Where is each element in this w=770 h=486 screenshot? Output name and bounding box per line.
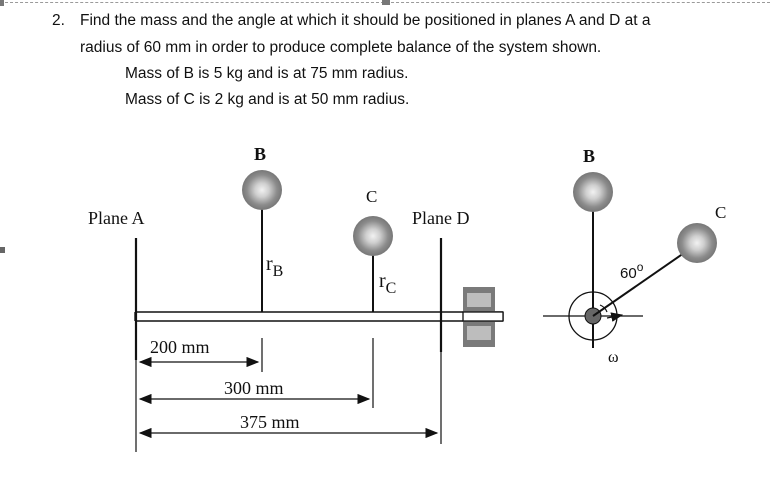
dim-200-label: 200 mm bbox=[150, 337, 210, 357]
question-text-line-1: Find the mass and the angle at which it … bbox=[80, 12, 651, 29]
question-number: 2. bbox=[52, 12, 65, 29]
plane-a-label: Plane A bbox=[88, 208, 145, 228]
end-view-c-label: C bbox=[715, 203, 726, 222]
angle-arc bbox=[599, 304, 608, 313]
angle-label: 60o bbox=[620, 260, 644, 282]
mass-b-label: B bbox=[254, 144, 266, 164]
end-view-arm-c bbox=[592, 252, 685, 317]
mass-c bbox=[353, 216, 393, 256]
dim-300-label: 300 mm bbox=[224, 378, 284, 398]
given-mass-b: Mass of B is 5 kg and is at 75 mm radius… bbox=[125, 65, 409, 82]
bearing bbox=[462, 287, 504, 347]
radius-c-label: rC bbox=[379, 270, 396, 297]
end-view-b-label: B bbox=[583, 146, 595, 166]
mass-b bbox=[242, 170, 282, 210]
given-mass-c: Mass of C is 2 kg and is at 50 mm radius… bbox=[125, 91, 410, 108]
shaft bbox=[134, 311, 504, 322]
mass-c-label: C bbox=[366, 187, 377, 206]
radius-b-label: rB bbox=[266, 253, 283, 280]
plane-d-label: Plane D bbox=[412, 208, 470, 228]
question-text-line-2: radius of 60 mm in order to produce comp… bbox=[80, 39, 602, 56]
omega-label: ω bbox=[608, 349, 619, 366]
end-view-mass-c bbox=[677, 223, 717, 263]
margin-marker bbox=[0, 247, 5, 253]
end-view bbox=[543, 172, 717, 348]
dim-375-label: 375 mm bbox=[240, 412, 300, 432]
margin-marker bbox=[0, 0, 4, 6]
end-view-mass-b bbox=[573, 172, 613, 212]
page-marker bbox=[382, 0, 390, 5]
rotation-arrow bbox=[606, 312, 624, 322]
